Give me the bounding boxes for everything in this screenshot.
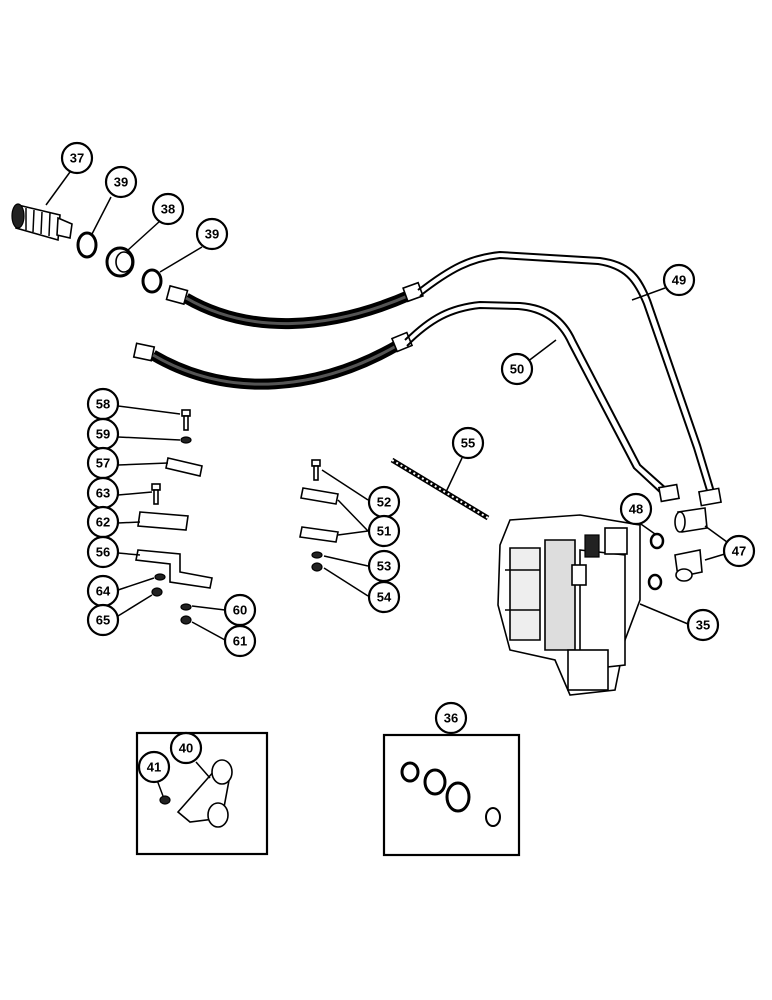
callout-54: 54 — [367, 580, 401, 614]
part-39-seal-ring-a — [76, 231, 98, 259]
rod-55 — [390, 457, 490, 521]
callout-37: 37 — [60, 141, 94, 175]
callout-47: 47 — [722, 534, 756, 568]
callout-62: 62 — [86, 505, 120, 539]
svg-text:64: 64 — [96, 584, 111, 599]
bracket-57 — [165, 457, 203, 477]
part-38-adapter-ring — [105, 246, 135, 278]
svg-text:36: 36 — [444, 711, 458, 726]
fitting-47-lower — [674, 549, 703, 582]
svg-text:51: 51 — [377, 524, 391, 539]
svg-text:39: 39 — [205, 227, 219, 242]
clip-51a — [300, 487, 339, 505]
nut-61 — [180, 615, 192, 625]
bracket-56 — [135, 549, 213, 589]
svg-text:60: 60 — [233, 603, 247, 618]
callout-64: 64 — [86, 574, 120, 608]
svg-text:50: 50 — [510, 362, 524, 377]
callout-61: 61 — [223, 624, 257, 658]
hose-lower — [132, 331, 414, 390]
svg-text:53: 53 — [377, 559, 391, 574]
callout-40: 40 — [169, 731, 203, 765]
callout-52: 52 — [367, 485, 401, 519]
svg-text:40: 40 — [179, 741, 193, 756]
part-35-control-valve — [497, 514, 641, 696]
washer-60 — [180, 603, 192, 611]
svg-text:41: 41 — [147, 760, 161, 775]
callout-63: 63 — [86, 476, 120, 510]
nut-65 — [151, 587, 163, 597]
nut-54 — [311, 562, 323, 572]
callout-50: 50 — [500, 352, 534, 386]
washer-53 — [311, 551, 323, 559]
part-50-tube — [404, 300, 681, 503]
svg-text:47: 47 — [732, 544, 746, 559]
callout-56: 56 — [86, 535, 120, 569]
callout-39-lower: 39 — [195, 217, 229, 251]
bolt-52 — [311, 459, 321, 481]
bolt-58 — [181, 409, 191, 431]
svg-text:59: 59 — [96, 427, 110, 442]
callout-57: 57 — [86, 446, 120, 480]
callout-41: 41 — [137, 750, 171, 784]
callout-65: 65 — [86, 603, 120, 637]
callout-58: 58 — [86, 387, 120, 421]
washer-64 — [154, 573, 166, 581]
callout-51: 51 — [367, 514, 401, 548]
svg-text:55: 55 — [461, 436, 475, 451]
part-37-coupler — [11, 203, 73, 242]
callout-36: 36 — [434, 701, 468, 735]
callout-39-upper: 39 — [104, 165, 138, 199]
svg-text:54: 54 — [377, 590, 392, 605]
svg-text:61: 61 — [233, 634, 247, 649]
callout-53: 53 — [367, 549, 401, 583]
callout-55: 55 — [451, 426, 485, 460]
svg-text:37: 37 — [70, 151, 84, 166]
svg-text:65: 65 — [96, 613, 110, 628]
fitting-47-upper — [674, 507, 708, 533]
callout-38: 38 — [151, 192, 185, 226]
svg-text:35: 35 — [696, 618, 710, 633]
callout-59: 59 — [86, 417, 120, 451]
detail-box-seal-kit — [382, 733, 521, 857]
svg-text:63: 63 — [96, 486, 110, 501]
svg-text:48: 48 — [629, 502, 643, 517]
clip-51b — [299, 526, 339, 543]
svg-text:39: 39 — [114, 175, 128, 190]
svg-text:38: 38 — [161, 202, 175, 217]
svg-text:62: 62 — [96, 515, 110, 530]
leader-lines — [45, 171, 739, 797]
plate-62 — [137, 511, 189, 531]
callout-49: 49 — [662, 263, 696, 297]
callout-60: 60 — [223, 593, 257, 627]
svg-text:56: 56 — [96, 545, 110, 560]
o-ring-48-lower — [647, 573, 663, 591]
callout-48: 48 — [619, 492, 653, 526]
bolt-63 — [151, 483, 161, 505]
svg-text:52: 52 — [377, 495, 391, 510]
o-ring-48-upper — [649, 532, 665, 550]
svg-text:58: 58 — [96, 397, 110, 412]
svg-text:57: 57 — [96, 456, 110, 471]
svg-text:49: 49 — [672, 273, 686, 288]
part-39-seal-ring-b — [141, 268, 163, 294]
part-49-tube — [417, 250, 722, 507]
hose-upper — [165, 281, 424, 329]
washer-59 — [180, 436, 192, 444]
callout-35: 35 — [686, 608, 720, 642]
